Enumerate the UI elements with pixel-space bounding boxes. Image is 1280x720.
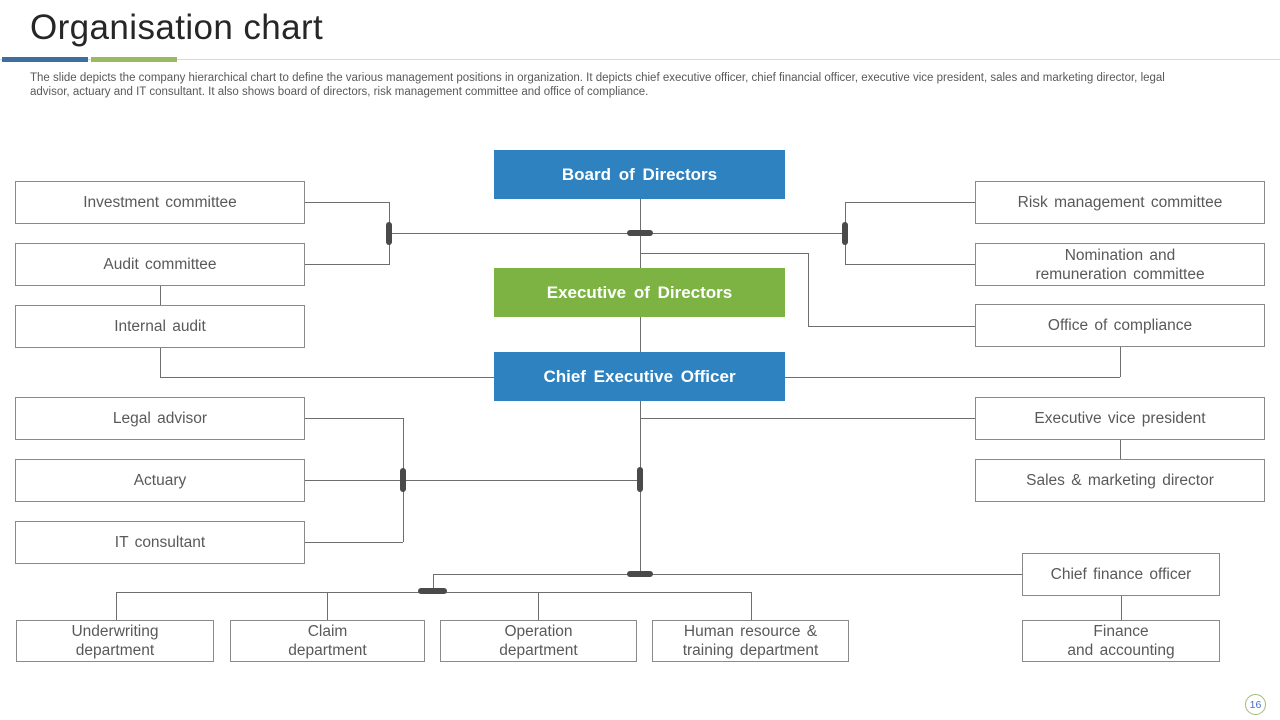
node-label: Executive vice president — [1034, 410, 1206, 427]
connector-line — [160, 377, 494, 378]
node-label: Actuary — [133, 472, 187, 489]
connector-line — [389, 233, 845, 234]
connector-line — [640, 418, 975, 419]
node-audit-committee: Audit committee — [15, 243, 305, 286]
junction-mark — [637, 467, 643, 492]
divider-blue-segment — [2, 57, 88, 62]
node-finance-and-accounting: Finance and accounting — [1022, 620, 1220, 662]
connector-line — [751, 592, 752, 620]
node-internal-audit: Internal audit — [15, 305, 305, 348]
junction-mark — [418, 588, 447, 594]
connector-line — [1120, 440, 1121, 459]
connector-line — [845, 264, 975, 265]
node-label: Executive of Directors — [546, 283, 733, 302]
connector-line — [640, 233, 641, 268]
node-it-consultant: IT consultant — [15, 521, 305, 564]
node-label: IT consultant — [114, 534, 206, 551]
junction-mark — [842, 222, 848, 245]
slide-description: The slide depicts the company hierarchic… — [30, 71, 1262, 99]
node-label: Internal audit — [114, 318, 206, 335]
node-human-resource-training-department: Human resource & training department — [652, 620, 849, 662]
node-label-line-2: training department — [682, 642, 819, 659]
node-label-line-2: and accounting — [1067, 642, 1175, 659]
node-label: Chief finance officer — [1050, 566, 1192, 583]
connector-line — [640, 199, 641, 233]
connector-line — [116, 592, 117, 620]
node-office-of-compliance: Office of compliance — [975, 304, 1265, 347]
connector-line — [433, 574, 1022, 575]
title-divider-line — [0, 59, 1280, 60]
node-label: Risk management committee — [1017, 194, 1223, 211]
node-label-line-1: Operation — [504, 623, 573, 640]
node-label: Board of Directors — [561, 165, 718, 184]
page-title: Organisation chart — [30, 8, 324, 47]
node-label: Chief Executive Officer — [543, 367, 736, 386]
node-chief-executive-officer: Chief Executive Officer — [494, 352, 785, 401]
node-label: Audit committee — [103, 256, 217, 273]
node-label-line-2: department — [288, 642, 367, 659]
node-legal-advisor: Legal advisor — [15, 397, 305, 440]
connector-line — [785, 377, 1120, 378]
node-actuary: Actuary — [15, 459, 305, 502]
junction-mark — [627, 571, 653, 577]
connector-line — [305, 264, 389, 265]
node-investment-committee: Investment committee — [15, 181, 305, 224]
junction-mark — [400, 468, 406, 492]
node-chief-finance-officer: Chief finance officer — [1022, 553, 1220, 596]
node-nomination-remuneration-committee: Nomination and remuneration committee — [975, 243, 1265, 286]
connector-line — [1121, 596, 1122, 620]
connector-line — [808, 326, 975, 327]
connector-line — [160, 286, 161, 305]
junction-mark — [386, 222, 392, 245]
node-label-line-1: Nomination and — [1064, 246, 1176, 264]
node-label-line-2: remuneration committee — [1035, 265, 1205, 283]
connector-line — [538, 592, 539, 620]
divider-green-segment — [91, 57, 177, 62]
node-label-line-1: Finance — [1093, 623, 1149, 640]
connector-line — [305, 202, 389, 203]
connector-line — [305, 480, 640, 481]
node-risk-management-committee: Risk management committee — [975, 181, 1265, 224]
connector-line — [305, 418, 403, 419]
page-number: 16 — [1249, 698, 1262, 711]
connector-line — [845, 202, 975, 203]
connector-line — [1120, 347, 1121, 377]
description-line-2: advisor, actuary and IT consultant. It a… — [30, 86, 649, 98]
node-label: Office of compliance — [1047, 317, 1193, 334]
node-label-line-1: Underwriting — [71, 623, 159, 640]
node-sales-marketing-director: Sales & marketing director — [975, 459, 1265, 502]
connector-line — [305, 542, 403, 543]
node-executive-of-directors: Executive of Directors — [494, 268, 785, 317]
connector-line — [160, 348, 161, 377]
connector-line — [433, 574, 434, 592]
description-line-1: The slide depicts the company hierarchic… — [30, 72, 1165, 84]
node-underwriting-department: Underwriting department — [16, 620, 214, 662]
connector-line — [327, 592, 328, 620]
page-number-badge: 16 — [1245, 694, 1266, 715]
node-label-line-2: department — [75, 642, 155, 659]
node-label: Sales & marketing director — [1026, 472, 1214, 489]
node-label-line-1: Claim — [307, 623, 348, 640]
connector-line — [640, 317, 641, 352]
node-operation-department: Operation department — [440, 620, 637, 662]
node-label: Investment committee — [83, 194, 237, 211]
node-executive-vice-president: Executive vice president — [975, 397, 1265, 440]
node-board-of-directors: Board of Directors — [494, 150, 785, 199]
node-claim-department: Claim department — [230, 620, 425, 662]
node-label-line-2: department — [499, 642, 578, 659]
node-label: Legal advisor — [112, 410, 208, 427]
junction-mark — [627, 230, 653, 236]
node-label-line-1: Human resource & — [683, 623, 818, 640]
connector-line — [808, 253, 809, 326]
connector-line — [640, 253, 808, 254]
